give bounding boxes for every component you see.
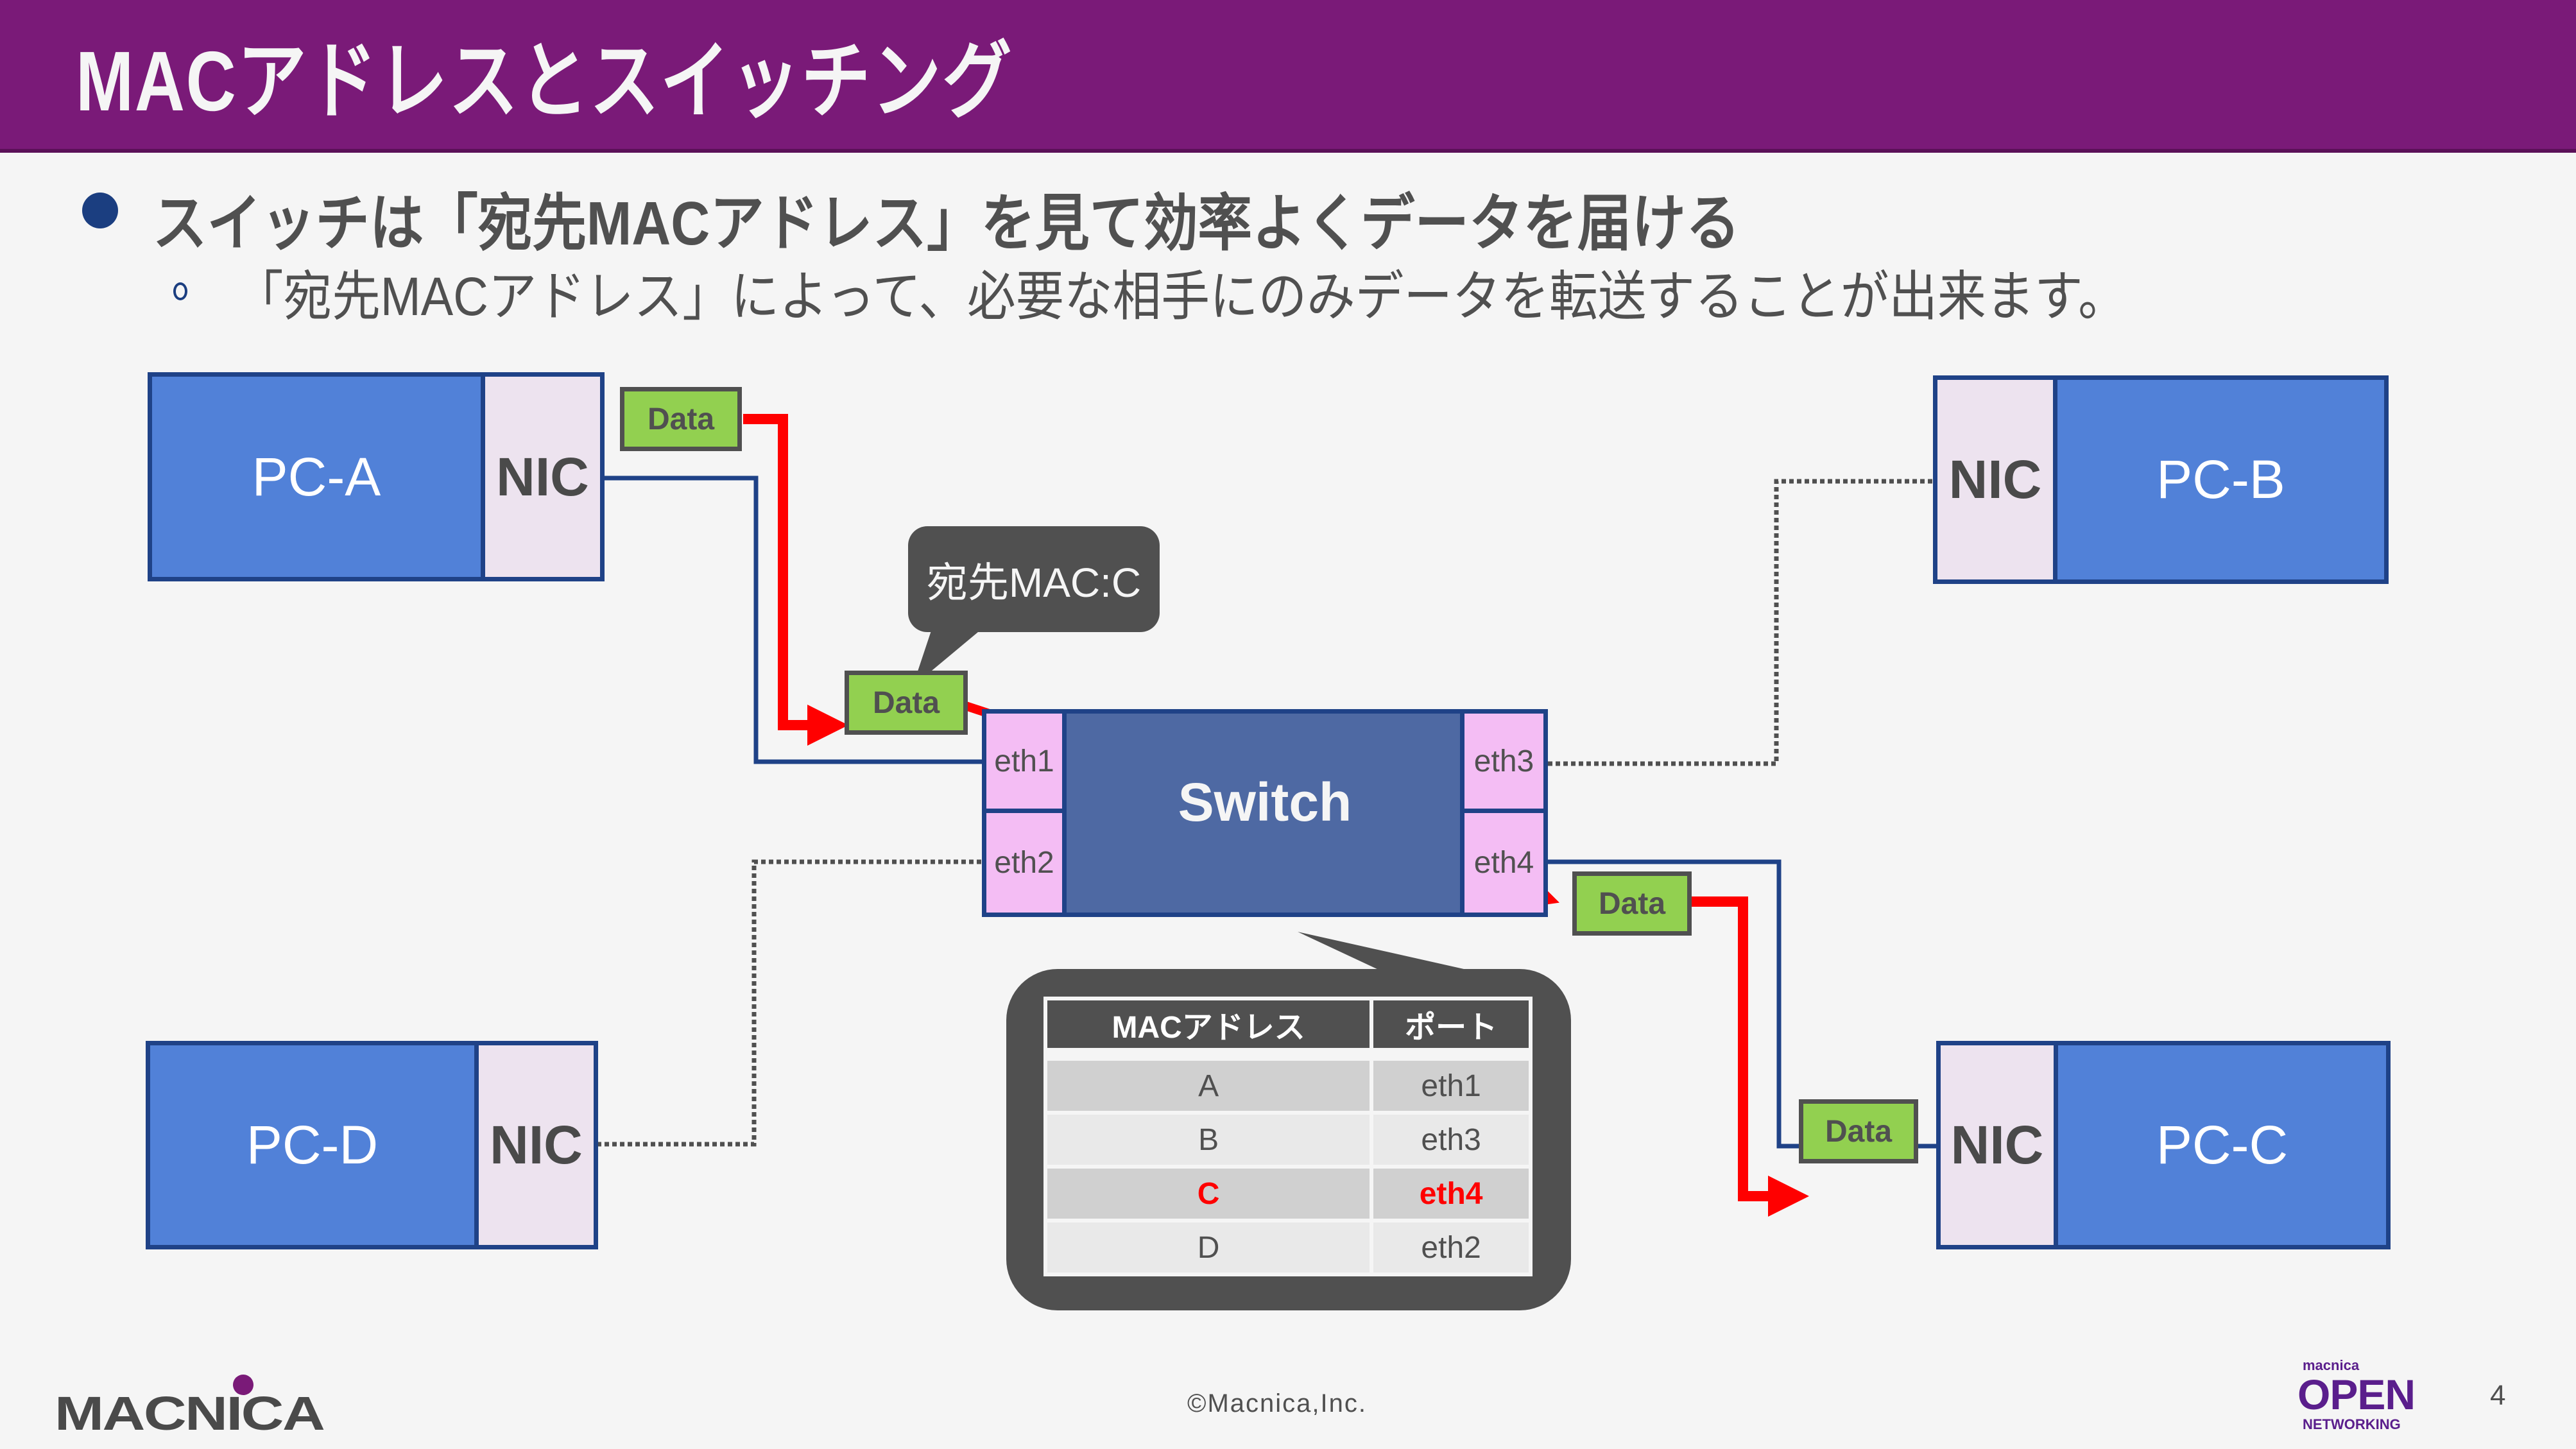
- cell-port: eth1: [1373, 1061, 1529, 1111]
- title-bar: MACアドレスとスイッチング: [0, 0, 2576, 153]
- cell-mac: C: [1047, 1169, 1370, 1219]
- logo-bottom-text: NETWORKING: [2303, 1416, 2401, 1432]
- data-packet-source: Data: [620, 387, 742, 451]
- path-arrow-1: [743, 414, 848, 746]
- port-eth4: eth4: [1460, 813, 1543, 913]
- bullet-ring-icon: [173, 282, 187, 300]
- table-row-highlighted: C eth4: [1047, 1169, 1529, 1219]
- table-row: A eth1: [1047, 1061, 1529, 1111]
- pc-c: NIC PC-C: [1936, 1041, 2391, 1249]
- cell-port: eth4: [1373, 1169, 1529, 1219]
- slide-title: MACアドレスとスイッチング: [76, 34, 1013, 128]
- logo-top-text: macnica: [2303, 1357, 2360, 1373]
- bullet-dot-icon: [82, 193, 118, 228]
- cell-port: eth2: [1373, 1222, 1529, 1273]
- macnica-logo-dot: [233, 1375, 253, 1395]
- open-networking-logo: macnica OPEN NETWORKING: [2297, 1357, 2426, 1434]
- port-eth2: eth2: [986, 813, 1067, 913]
- pc-d: PC-D NIC: [146, 1041, 598, 1249]
- cell-mac: D: [1047, 1222, 1370, 1273]
- data-packet-egress: Data: [1572, 871, 1692, 936]
- port-eth3: eth3: [1460, 714, 1543, 813]
- link-pc-b: [1548, 479, 1933, 766]
- main-bullet-text: スイッチは「宛先MACアドレス」を見て効率よくデータを届ける: [153, 189, 1740, 258]
- link-pc-d: [597, 859, 982, 1147]
- pc-c-label: PC-C: [2058, 1045, 2386, 1245]
- cell-mac: B: [1047, 1115, 1370, 1165]
- header-mac-address: MACアドレス: [1047, 1000, 1370, 1048]
- header-port: ポート: [1373, 1000, 1529, 1048]
- pc-a-nic: NIC: [485, 377, 600, 577]
- page-number: 4: [2490, 1380, 2506, 1411]
- pc-a-label: PC-A: [152, 377, 481, 577]
- pc-d-nic: NIC: [479, 1045, 594, 1245]
- logo-main-text: OPEN: [2297, 1371, 2416, 1418]
- cell-port: eth3: [1373, 1115, 1529, 1165]
- link-pc-a: [603, 476, 982, 764]
- pc-d-label: PC-D: [150, 1045, 474, 1245]
- destination-mac-callout: 宛先MAC:C: [908, 526, 1160, 632]
- table-row: D eth2: [1047, 1222, 1529, 1273]
- data-packet-destination: Data: [1799, 1099, 1918, 1163]
- pc-a: PC-A NIC: [148, 372, 605, 581]
- pc-b: NIC PC-B: [1933, 375, 2389, 584]
- switch-label: Switch: [1178, 772, 1352, 832]
- copyright: ©Macnica,Inc.: [1187, 1389, 1368, 1418]
- pc-b-label: PC-B: [2057, 380, 2384, 579]
- switch: eth1 eth2 eth3 eth4 Switch: [982, 709, 1548, 917]
- table-callout-tail: [1298, 932, 1470, 970]
- mac-address-table: MACアドレス ポート A eth1 B eth3 C eth4 D eth2: [1043, 997, 1533, 1276]
- pc-b-nic: NIC: [1937, 380, 2053, 579]
- pc-c-nic: NIC: [1941, 1045, 2054, 1245]
- data-packet-ingress: Data: [845, 671, 968, 735]
- table-row: B eth3: [1047, 1115, 1529, 1165]
- port-eth1: eth1: [986, 714, 1067, 813]
- sub-bullet-text: 「宛先MACアドレス」によって、必要な相手にのみデータを転送することが出来ます。: [235, 266, 2127, 327]
- macnica-logo-text: MACNICA: [55, 1387, 325, 1440]
- macnica-logo: MACNICA: [55, 1360, 325, 1440]
- cell-mac: A: [1047, 1061, 1370, 1111]
- path-arrow-3: [1689, 896, 1809, 1217]
